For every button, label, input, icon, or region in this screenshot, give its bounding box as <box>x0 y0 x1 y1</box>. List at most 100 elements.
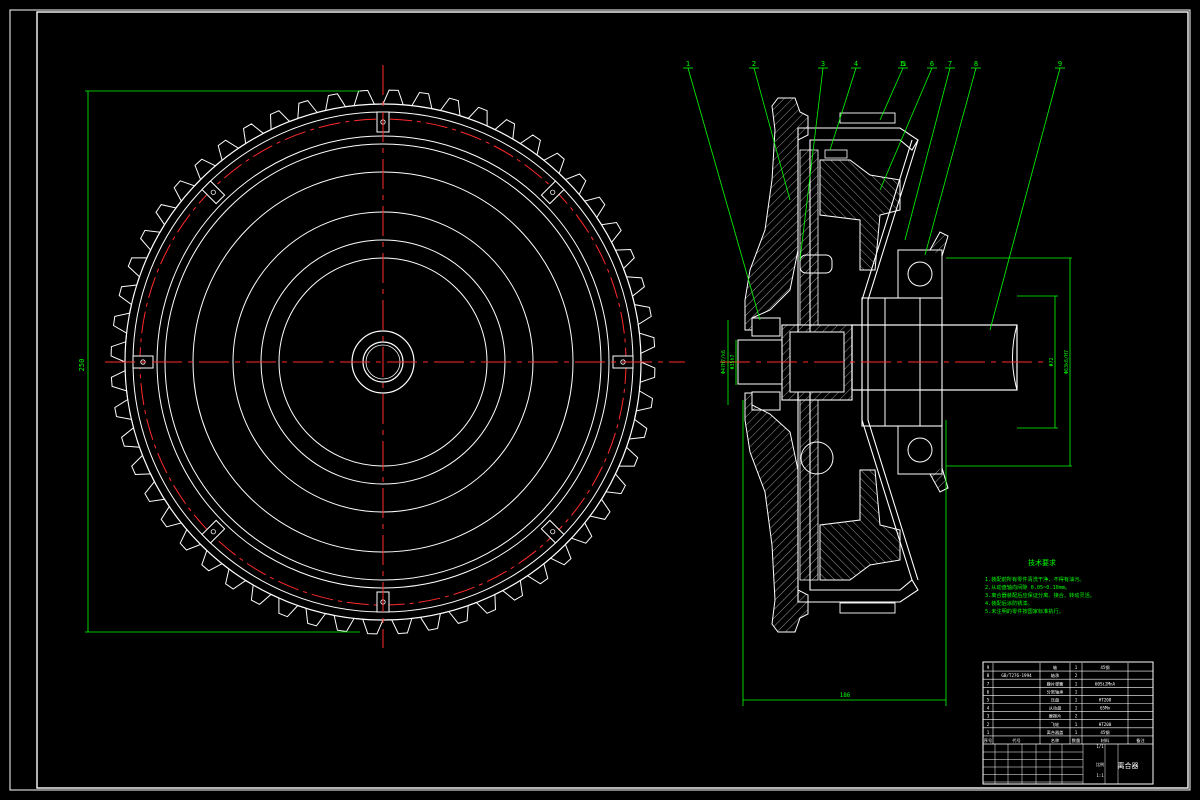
dimension-left-outer: Φ47H7/k6 <box>721 350 727 374</box>
parts-list-cell: 7 <box>987 681 990 686</box>
bolt-hole <box>550 529 556 535</box>
leader-line <box>904 67 951 241</box>
parts-list-cell: 从动盘 <box>1049 705 1062 712</box>
friction-disc-lower <box>799 399 819 581</box>
release-bearing-ball-upper <box>907 261 933 287</box>
bolt-slot-outline <box>201 519 226 544</box>
parts-list-cell: 5 <box>987 698 990 703</box>
title-block-title: 离合器 <box>1118 761 1139 770</box>
balloon-label: 7 <box>948 60 952 68</box>
parts-list-cell: 1 <box>1075 730 1078 735</box>
parts-list-cell: 2 <box>1075 673 1078 678</box>
parts-list-cell: GB/T276-1994 <box>1001 673 1032 678</box>
bolt-slots <box>132 111 634 613</box>
bolt-hole <box>210 189 216 195</box>
parts-list-cell: 离合器盖 <box>1047 729 1064 736</box>
balloon-label: 3 <box>821 60 825 68</box>
leader-line <box>753 67 791 201</box>
parts-list-cell: 1 <box>1075 722 1078 727</box>
bolt-slot <box>201 180 226 205</box>
title-block-sheet: 1/1 <box>1096 744 1104 749</box>
balloon-label: 9 <box>1058 60 1062 68</box>
parts-list-cell: 摩擦片 <box>1049 713 1062 720</box>
pilot-bearing-upper <box>751 317 781 337</box>
parts-list-cell: 9 <box>987 665 990 670</box>
release-fork-upper <box>929 231 949 257</box>
diaphragm-spring-2 <box>867 139 919 581</box>
parts-list-cell: HT200 <box>1099 698 1112 703</box>
bolt-slot <box>201 519 226 544</box>
bolt-slot-outline <box>540 519 565 544</box>
release-bearing-lower <box>897 425 943 475</box>
front-view: 250 <box>78 65 685 648</box>
title-block-scale: 1:1 <box>1096 773 1104 778</box>
parts-list-cell: 1 <box>987 730 990 735</box>
parts-list-row: 4 从动盘 1 65Mn <box>983 705 1153 712</box>
parts-list-cell: 1 <box>1075 706 1078 711</box>
release-bearing-ball-lower <box>907 437 933 463</box>
parts-list-header-cell: 代号 <box>1012 737 1020 744</box>
parts-list-cell: 6 <box>987 689 990 694</box>
parts-list-cell: 分离轴承 <box>1047 688 1065 695</box>
parts-list-cell: 65Mn <box>1100 706 1111 711</box>
dimension-right-inner: Φ72 <box>1049 357 1055 366</box>
parts-list-row: 3 摩擦片 2 <box>983 713 1153 721</box>
leader-line <box>879 67 904 121</box>
tech-notes: 技术要求 1.装配前所有零件清洗干净，不得有油污。2.从动盘轴向间隙 0.05~… <box>985 558 1095 615</box>
parts-list-header-cell: 名称 <box>1051 737 1059 744</box>
parts-list-cell: 压盘 <box>1051 697 1059 704</box>
tech-note-item: 2.从动盘轴向间隙 0.05~0.10mm。 <box>985 583 1070 591</box>
damper-spring-lower <box>800 441 834 475</box>
bolt-upper <box>839 112 896 124</box>
sheet-border-outer <box>9 9 1191 791</box>
parts-list-header-cell: 材料 <box>1101 737 1110 744</box>
pilot-bearing-lower <box>751 391 781 411</box>
tech-note-item: 5.未注明的零件按国家标准执行。 <box>985 607 1064 615</box>
bolt-slot-outline <box>540 180 565 205</box>
leader-line <box>924 67 977 256</box>
tech-notes-title: 技术要求 <box>1028 558 1056 567</box>
release-fork-lower <box>929 467 949 493</box>
tech-note-item: 4.装配后涂防锈漆。 <box>985 599 1033 607</box>
pressure-plate-upper <box>819 159 901 271</box>
parts-list-cell: 2 <box>987 722 990 727</box>
parts-list-cell: 45钢 <box>1100 664 1109 671</box>
tech-note-items: 1.装配前所有零件清洗干净，不得有油污。2.从动盘轴向间隙 0.05~0.10m… <box>985 575 1095 615</box>
balloon-label: 8 <box>974 60 978 68</box>
balloon-label: 2 <box>752 60 756 68</box>
rivet-upper <box>824 149 848 159</box>
parts-list-header-cell: 备注 <box>1136 737 1145 744</box>
balloon-label: 5 <box>901 60 905 68</box>
parts-list-cell: 1 <box>1075 665 1078 670</box>
bolt-hole <box>550 189 556 195</box>
tech-note-item: 1.装配前所有零件清洗干净，不得有油污。 <box>985 575 1085 583</box>
parts-list-cell: 轴 <box>1053 664 1057 671</box>
parts-list-cell: 1 <box>1075 698 1078 703</box>
sheet-border-inner <box>36 11 1189 789</box>
parts-list-cell: 4 <box>987 706 990 711</box>
parts-list-cell: 2 <box>1075 714 1078 719</box>
dimension-left-inner: Φ35h7 <box>730 354 736 369</box>
parts-list-row: 9 轴 1 45钢 <box>983 664 1153 672</box>
parts-list-cell: HT200 <box>1099 722 1112 727</box>
parts-list-header-cell: 序号 <box>984 737 992 744</box>
shaft <box>851 324 1018 391</box>
tech-note-item: 3.离合器装配后应保证分离、接合、转动灵活。 <box>985 591 1095 599</box>
leader-line <box>829 67 857 151</box>
leader-line <box>799 67 824 261</box>
pressure-plate-lower <box>819 469 901 581</box>
damper-spring-upper <box>799 254 833 274</box>
parts-list-cell: 3 <box>987 714 990 719</box>
bolt-slot-outline <box>201 180 226 205</box>
parts-list-header-cell: 数量 <box>1072 737 1080 744</box>
title-block-scale-label: 比例 <box>1096 761 1104 767</box>
balloon-label: 4 <box>854 60 858 68</box>
